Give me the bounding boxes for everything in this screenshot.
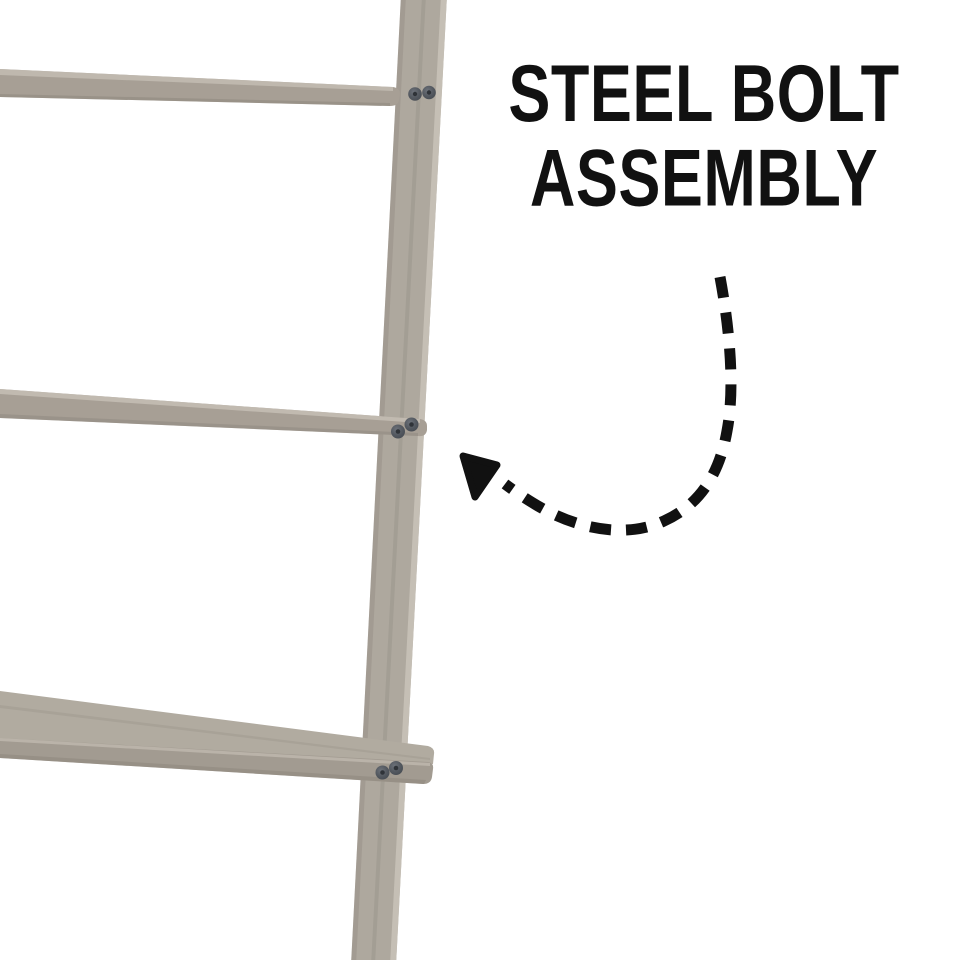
top-shelf [0,69,400,106]
bolt-drive [395,429,401,434]
bolt-drive [409,422,414,427]
bottom-shelf-front-face [0,738,434,784]
bottom-shelf-under-edge [0,754,426,784]
ladder-leg-board [351,0,447,960]
annotation-title: STEEL BOLT ASSEMBLY [448,49,960,224]
annotation-line-1: STEEL BOLT [508,49,900,140]
bolt-middle-right [404,417,419,432]
bolt-middle-left [391,424,405,439]
bolt-drive [393,765,399,771]
arrowhead-icon [459,452,501,501]
ladder-leg [351,0,447,960]
bolt-drive [412,91,418,97]
middle-shelf-highlight [0,389,420,423]
bottom-shelf-highlight [0,738,430,766]
middle-shelf [0,389,427,437]
bottom-shelf-grain [0,705,430,760]
bolt-top-left [408,87,422,101]
bolt-top-right [422,85,436,100]
bolt-drive [380,770,385,775]
dashed-arrow-curve [501,275,737,536]
bolt-bottom-right [389,761,403,775]
ladder-leg-shadow-edge [351,0,406,960]
top-shelf-under-edge [0,94,390,106]
bottom-shelf [0,691,435,784]
ladder-leg-grain [371,0,426,960]
dashed-arrow [459,275,737,536]
annotation-line-2: ASSEMBLY [529,134,879,224]
bottom-shelf-top-surface [0,691,435,764]
top-shelf-highlight [0,69,393,91]
bolt-bottom-left [375,765,390,780]
middle-shelf-under-edge [0,414,418,436]
bolt-drive [426,90,432,95]
ladder-leg-highlight-edge [390,0,447,960]
